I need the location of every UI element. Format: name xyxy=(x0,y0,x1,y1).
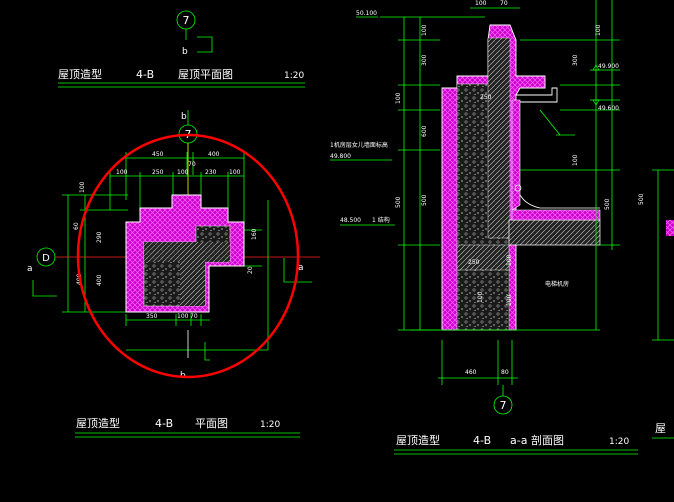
svg-text:70: 70 xyxy=(188,161,196,168)
plan-section-top: b xyxy=(181,112,187,122)
svg-text:300: 300 xyxy=(421,54,428,66)
svg-text:100: 100 xyxy=(395,92,402,104)
svg-text:500: 500 xyxy=(421,194,428,206)
svg-text:100: 100 xyxy=(572,154,579,166)
plan-scale: 1:20 xyxy=(260,420,280,430)
svg-text:100: 100 xyxy=(79,181,86,193)
svg-text:250: 250 xyxy=(468,259,480,266)
section-title: 屋顶造型 xyxy=(396,433,440,447)
svg-text:100: 100 xyxy=(506,294,513,306)
section-code: 4-B xyxy=(473,434,491,447)
top-plan-name: 屋顶平面图 xyxy=(178,68,233,81)
section-axis-label: 7 xyxy=(500,399,507,412)
highlight-ellipse xyxy=(76,133,300,379)
svg-text:500: 500 xyxy=(638,193,645,205)
elev-b: 49.600 xyxy=(598,105,619,112)
svg-text:350: 350 xyxy=(146,313,158,320)
top-plan-code: 4-B xyxy=(136,68,154,81)
svg-text:100: 100 xyxy=(177,313,189,320)
plan-title: 屋顶造型 xyxy=(76,416,120,430)
svg-text:250: 250 xyxy=(152,169,164,176)
svg-text:100: 100 xyxy=(229,169,241,176)
svg-text:300: 300 xyxy=(572,54,579,66)
top-plan-group: 7 b 屋顶造型 4-B 屋顶平面图 1:20 xyxy=(58,10,305,88)
svg-text:160: 160 xyxy=(251,228,258,240)
top-plan-title: 屋顶造型 xyxy=(58,67,102,81)
section-mark-top: b xyxy=(182,47,188,57)
svg-text:100: 100 xyxy=(506,254,513,266)
svg-text:100: 100 xyxy=(177,169,189,176)
svg-text:80: 80 xyxy=(501,369,509,376)
elev-a: 49.900 xyxy=(598,63,619,70)
svg-text:100: 100 xyxy=(421,24,428,36)
plan-view-group: 7 b 450 70 400 100 250 100 230 100 xyxy=(27,110,320,438)
svg-text:70: 70 xyxy=(500,0,508,7)
note-left-1: 1机房层女儿墙面标高 xyxy=(330,141,388,149)
svg-text:500: 500 xyxy=(395,196,402,208)
plan-code: 4-B xyxy=(155,417,173,430)
svg-text:70: 70 xyxy=(190,313,198,320)
svg-text:460: 460 xyxy=(465,369,477,376)
svg-text:60: 60 xyxy=(73,222,80,230)
section-dims-bottom: 460 80 xyxy=(410,329,600,396)
elev-d: 48.500 xyxy=(340,217,361,224)
note-right: 电梯机房 xyxy=(545,280,569,288)
plan-name: 平面图 xyxy=(195,417,228,430)
plan-dims-bottom: 350 100 70 b xyxy=(125,313,268,381)
plan-axis-ring-left: D xyxy=(42,253,50,264)
svg-text:230: 230 xyxy=(205,169,217,176)
section-axis-bubble xyxy=(493,395,513,415)
svg-text:290: 290 xyxy=(96,231,103,243)
svg-text:100: 100 xyxy=(595,24,602,36)
svg-text:100: 100 xyxy=(475,0,487,7)
section-scale: 1:20 xyxy=(609,437,629,447)
axis-label-top: 7 xyxy=(183,14,190,27)
plan-section-right: a xyxy=(298,263,304,273)
cut-title: 屋 xyxy=(655,422,666,435)
top-plan-scale: 1:20 xyxy=(284,71,304,81)
plan-column-section xyxy=(125,194,245,313)
svg-text:400: 400 xyxy=(96,274,103,286)
section-wall-body xyxy=(441,24,601,331)
svg-text:100: 100 xyxy=(116,169,128,176)
svg-text:250: 250 xyxy=(480,94,492,101)
section-dims-left: 100 300 100 600 500 500 xyxy=(395,17,440,331)
plan-dims-left: 60 100 290 400 400 xyxy=(62,181,130,313)
svg-text:20: 20 xyxy=(247,266,254,274)
svg-text:400: 400 xyxy=(208,151,220,158)
section-dims-right: 100 300 100 500 49.900 49.600 xyxy=(520,0,620,330)
note-left-2: 1 结构 xyxy=(372,216,390,224)
elev-top: 50.100 xyxy=(356,10,377,17)
svg-text:100: 100 xyxy=(477,291,484,303)
svg-text:500: 500 xyxy=(604,198,611,210)
svg-text:450: 450 xyxy=(152,151,164,158)
svg-text:600: 600 xyxy=(421,125,428,137)
elev-c: 49.800 xyxy=(330,153,351,160)
section-name: a-a 剖面图 xyxy=(510,433,564,447)
plan-dims-top: 450 70 400 100 250 100 230 100 xyxy=(109,151,245,235)
plan-section-left: a xyxy=(27,264,33,274)
section-view-group: 50.100 100 300 100 600 500 500 1机房层女儿墙面标… xyxy=(330,0,674,455)
